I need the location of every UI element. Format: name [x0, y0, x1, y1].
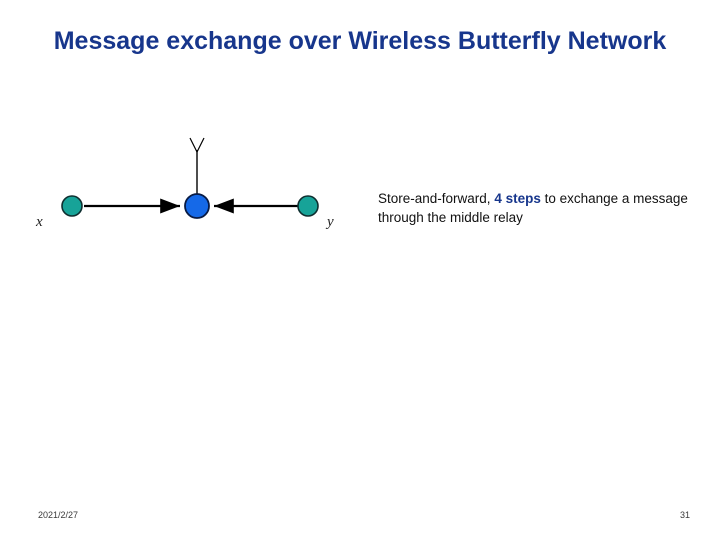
caption-text: Store-and-forward, 4 steps to exchange a…: [378, 189, 708, 227]
node-label-y: y: [327, 214, 334, 230]
node-relay[interactable]: [184, 193, 210, 219]
wireless-butterfly-diagram: x y: [0, 130, 370, 250]
caption-highlight: 4 steps: [494, 191, 541, 206]
page-title: Message exchange over Wireless Butterfly…: [53, 27, 667, 55]
caption-lead: Store-and-forward,: [378, 191, 495, 206]
node-y[interactable]: [297, 195, 319, 217]
footer-page-number: 31: [679, 510, 690, 520]
node-label-x: x: [36, 214, 43, 230]
broadcast-arrow-up-icon: [189, 137, 205, 194]
footer-date: 2021/2/27: [38, 510, 79, 520]
caption-tail: to exchange a message through the middle…: [378, 191, 688, 225]
node-x[interactable]: [61, 195, 83, 217]
